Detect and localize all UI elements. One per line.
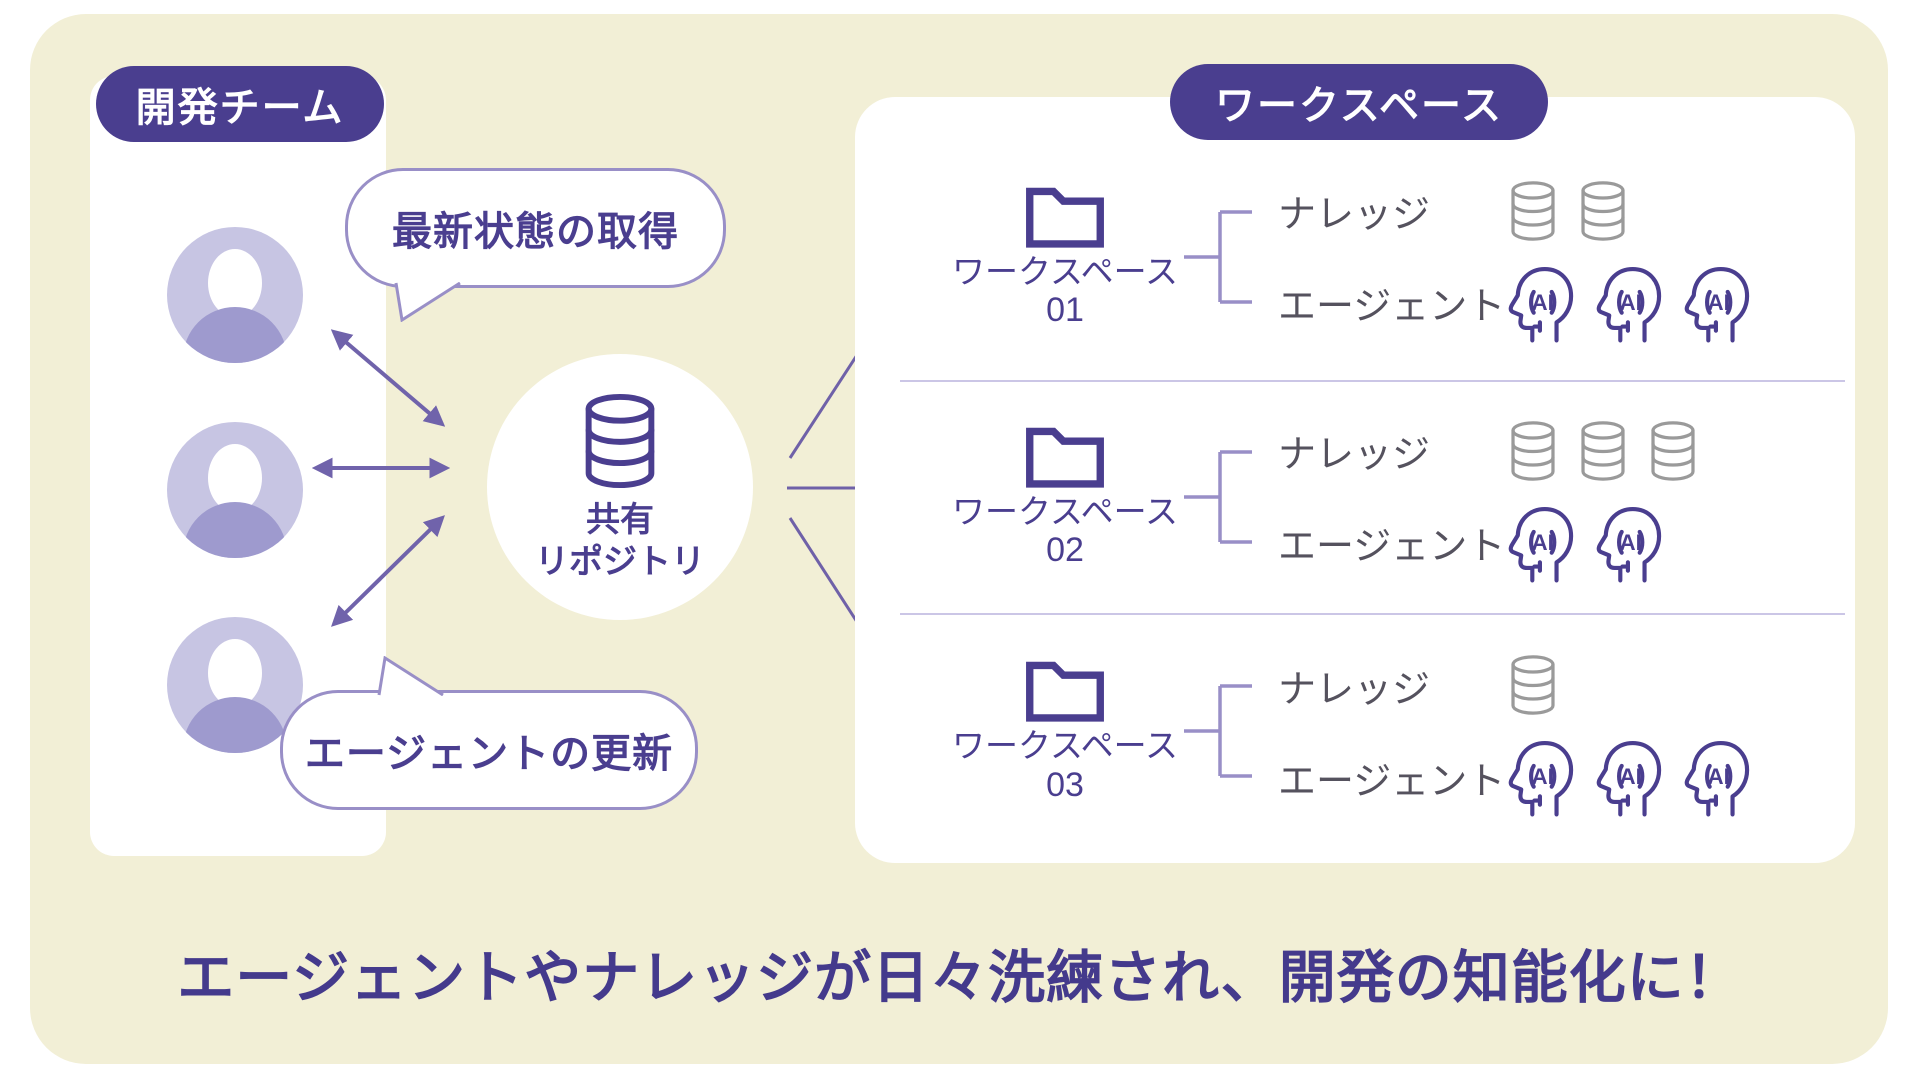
agent-icons: AI AI AI	[1506, 263, 1754, 343]
workspace-02: ワークスペース 02	[950, 423, 1180, 571]
workspace-number: 01	[1046, 291, 1084, 330]
database-icon	[585, 393, 655, 488]
speech-bubble-get-latest: 最新状態の取得	[345, 168, 726, 322]
workspace-name: ワークスペース	[951, 492, 1179, 530]
knowledge-icons	[1506, 649, 1560, 721]
database-icon	[1581, 180, 1625, 241]
workspace-row-01: ワークスペース 01 ナレッジ エージェント	[855, 97, 1855, 380]
ai-agent-icon: AI	[1596, 506, 1662, 582]
svg-text:AI: AI	[1620, 289, 1642, 314]
ai-agent-icon: AI	[1684, 266, 1750, 342]
headline: エージェントやナレッジが日々洗練され、開発の知能化に！	[177, 946, 1743, 1010]
knowledge-label: ナレッジ	[1278, 434, 1431, 476]
workspace-02-branches: ナレッジ エージェント	[1278, 409, 1700, 585]
database-icon	[1651, 420, 1695, 481]
developer-avatar-3	[167, 617, 303, 753]
tree-bracket	[1184, 449, 1252, 544]
workspace-row-03: ワークスペース 03 ナレッジ エージェント	[855, 613, 1855, 863]
agents-label: エージェント	[1278, 286, 1506, 328]
knowledge-branch: ナレッジ	[1278, 409, 1700, 493]
workspace-number: 03	[1046, 765, 1084, 804]
workspace-03: ワークスペース 03	[950, 657, 1180, 805]
ai-agent-icon: AI	[1684, 741, 1750, 817]
svg-text:AI: AI	[1532, 529, 1554, 554]
agents-branch: エージェント AI AI AI	[1278, 261, 1754, 345]
avatar-body-icon	[183, 307, 287, 363]
workspace-name: ワークスペース	[951, 252, 1179, 290]
knowledge-icons	[1506, 415, 1700, 487]
avatar-head-icon	[208, 249, 262, 317]
knowledge-icons	[1506, 175, 1630, 247]
bubble-text: エージェントの更新	[304, 732, 674, 776]
tree-bracket	[1184, 209, 1252, 304]
bubble-tail	[394, 282, 461, 322]
agents-label: エージェント	[1278, 760, 1506, 803]
ai-agent-icon: AI	[1508, 266, 1574, 342]
ai-agent-icon: AI	[1508, 741, 1574, 817]
workspace-panel: ワークスペース 01 ナレッジ エージェント	[855, 97, 1855, 863]
svg-text:AI: AI	[1620, 529, 1642, 554]
agent-icons: AI AI AI	[1506, 737, 1754, 817]
ai-agent-icon: AI	[1596, 741, 1662, 817]
workspace-row-02: ワークスペース 02 ナレッジ	[855, 380, 1855, 613]
svg-text:AI: AI	[1708, 764, 1730, 789]
avatar-head-icon	[208, 639, 262, 707]
row-divider	[900, 380, 1845, 382]
database-icon	[1511, 420, 1555, 481]
folder-icon	[1026, 661, 1104, 722]
svg-text:AI: AI	[1532, 764, 1554, 789]
shared-repository-node: 共有 リポジトリ	[487, 354, 753, 620]
workspace-name: ワークスペース	[951, 727, 1179, 765]
folder-icon	[1026, 427, 1104, 488]
database-icon	[1581, 420, 1625, 481]
svg-text:AI: AI	[1708, 289, 1730, 314]
workspace-01: ワークスペース 01	[950, 183, 1180, 331]
svg-text:AI: AI	[1620, 764, 1642, 789]
repository-label: 共有 リポジトリ	[535, 500, 705, 582]
avatar-body-icon	[183, 697, 287, 753]
developer-avatar-2	[167, 422, 303, 558]
speech-bubble-update-agents: エージェントの更新	[280, 656, 698, 810]
bubble-tail	[377, 656, 444, 696]
avatar-head-icon	[208, 444, 262, 512]
row-divider	[900, 613, 1845, 615]
folder-icon	[1026, 187, 1104, 248]
knowledge-branch: ナレッジ	[1278, 169, 1754, 253]
knowledge-label: ナレッジ	[1278, 194, 1431, 236]
agents-branch: エージェント AI AI AI	[1278, 735, 1754, 819]
agent-icons: AI AI	[1506, 503, 1666, 583]
knowledge-branch: ナレッジ	[1278, 643, 1754, 727]
workspace-badge: ワークスペース	[1170, 64, 1548, 140]
agents-branch: エージェント AI AI	[1278, 501, 1700, 585]
svg-text:AI: AI	[1532, 289, 1554, 314]
database-icon	[1511, 180, 1555, 241]
workspace-01-branches: ナレッジ エージェント AI	[1278, 169, 1754, 345]
developer-avatar-1	[167, 227, 303, 363]
ai-agent-icon: AI	[1596, 266, 1662, 342]
agents-label: エージェント	[1278, 526, 1506, 568]
dev-team-badge: 開発チーム	[96, 66, 384, 142]
ai-agent-icon: AI	[1508, 506, 1574, 582]
tree-bracket	[1184, 684, 1252, 778]
workspace-03-branches: ナレッジ エージェント AI AI	[1278, 643, 1754, 819]
bubble-text: 最新状態の取得	[392, 210, 679, 254]
knowledge-label: ナレッジ	[1278, 668, 1431, 711]
database-icon	[1511, 655, 1555, 715]
workspace-number: 02	[1046, 531, 1084, 570]
avatar-body-icon	[183, 502, 287, 558]
